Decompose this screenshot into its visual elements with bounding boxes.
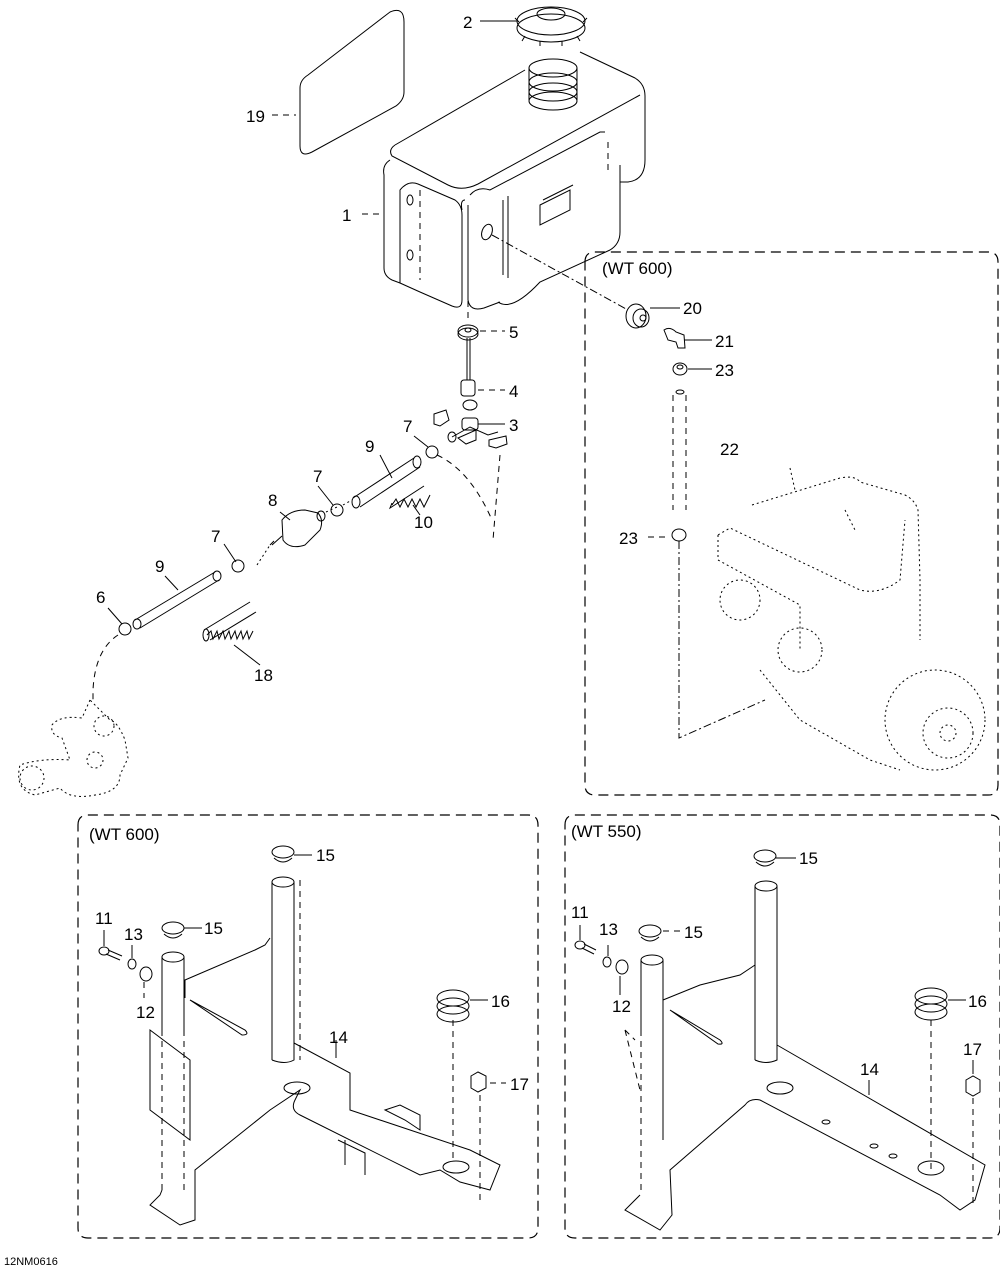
callout-r-support-14: 14: [860, 1060, 879, 1079]
panel-frame-wt600: [77, 814, 539, 1239]
decal-19: [299, 9, 405, 155]
callout-spring-10: 10: [414, 513, 433, 532]
l-washer-13: [127, 958, 137, 970]
callout-hose-9a: 9: [365, 437, 374, 456]
callout-r-bumper-16: 16: [968, 992, 987, 1011]
grommet-5: [457, 324, 479, 341]
clamp-7: [425, 445, 439, 459]
r-bumper-16: [914, 987, 948, 1021]
callout-r-plug-15b: 15: [684, 923, 703, 942]
r-washer-12: [615, 959, 629, 975]
callout-spring-18: 18: [254, 666, 273, 685]
callout-l-washer-13: 13: [124, 925, 143, 944]
grommet-20: [625, 303, 650, 329]
engine-ghost: [717, 467, 986, 771]
callout-r-bolt-11: 11: [571, 903, 589, 922]
callout-tank-1: 1: [342, 206, 351, 225]
l-bumper-16: [436, 989, 470, 1023]
clamp-23-upper: [672, 362, 688, 376]
callout-clamp-7c: 7: [211, 527, 220, 546]
fuel-tank-1: [383, 51, 646, 310]
panel-frame-wt550: [564, 814, 1000, 1239]
r-support-14: [624, 880, 986, 1231]
callout-clamp-7a: 7: [403, 417, 412, 436]
hose-4: [460, 379, 476, 397]
tee-fitting-3: [447, 399, 499, 445]
callout-l-plug-15a: 15: [316, 846, 335, 865]
hose-22: [672, 389, 687, 510]
carburetor-ghost: [18, 699, 129, 797]
drawing-code: 12NM0616: [4, 1256, 58, 1268]
l-support-14: [149, 876, 501, 1226]
leader-line: [256, 499, 353, 566]
callout-r-plug-15a: 15: [799, 849, 818, 868]
clips: [433, 409, 508, 449]
callout-l-nut-17: 17: [510, 1075, 529, 1094]
callout-r-washer-13: 13: [599, 920, 618, 939]
panel-title-frame-wt550: (WT 550): [571, 822, 642, 841]
leader-line: [491, 234, 629, 311]
pickup-tube: [466, 338, 471, 380]
callout-leaders: [103, 20, 974, 1095]
elbow-21: [663, 327, 686, 349]
r-nut-17: [965, 1075, 981, 1097]
l-nut-17: [470, 1071, 487, 1093]
callout-filter-8: 8: [268, 491, 277, 510]
l-washer-12: [139, 966, 153, 982]
callout-decal-19: 19: [246, 107, 265, 126]
r-plug-15-mid: [638, 924, 662, 942]
callout-grommet-5: 5: [509, 323, 518, 342]
spring-10: [388, 485, 431, 510]
callout-cap-2: 2: [463, 13, 472, 32]
l-plug-15-top: [271, 845, 295, 863]
callout-elbow-21: 21: [715, 332, 734, 351]
r-washer-13: [602, 956, 612, 968]
r-plug-15-top: [753, 849, 777, 867]
callout-grommet-20: 20: [683, 299, 702, 318]
l-plug-15-mid: [161, 921, 185, 939]
panel-title-engine-wt600: (WT 600): [602, 259, 673, 278]
l-bolt-11: [98, 946, 123, 961]
hose-9-upper: [351, 455, 422, 509]
fuel-cap-2: [514, 6, 588, 46]
clamp-7c: [231, 559, 245, 573]
panel-engine-wt600: [584, 251, 999, 796]
leader-line: [92, 634, 119, 700]
callout-clamp-23b: 23: [619, 529, 638, 548]
r-bolt-11: [574, 940, 597, 955]
callout-hose-22: 22: [720, 440, 739, 459]
callout-l-washer-12: 12: [136, 1003, 155, 1022]
callout-hose-9b: 9: [155, 557, 164, 576]
callout-r-washer-12: 12: [612, 997, 631, 1016]
panel-title-frame-wt600: (WT 600): [89, 825, 160, 844]
callout-l-bolt-11: 11: [95, 909, 113, 928]
clamp-7b: [330, 503, 344, 517]
callout-clamp-6: 6: [96, 588, 105, 607]
clamp-23-lower: [671, 528, 687, 542]
spring-18: [202, 601, 257, 642]
callout-clamp-7b: 7: [313, 467, 322, 486]
hose-9-lower: [132, 570, 222, 630]
leader-line: [678, 541, 766, 739]
callout-l-plug-15b: 15: [204, 919, 223, 938]
clamp-6: [118, 622, 132, 636]
callout-hose-4: 4: [509, 382, 518, 401]
callout-clamp-23a: 23: [715, 361, 734, 380]
callout-r-nut-17: 17: [963, 1040, 982, 1059]
callout-l-bumper-16: 16: [491, 992, 510, 1011]
callout-l-support-14: 14: [329, 1028, 348, 1047]
callout-tee-3: 3: [509, 416, 518, 435]
leader-line: [436, 454, 501, 541]
fuel-filter-8: [269, 509, 326, 548]
